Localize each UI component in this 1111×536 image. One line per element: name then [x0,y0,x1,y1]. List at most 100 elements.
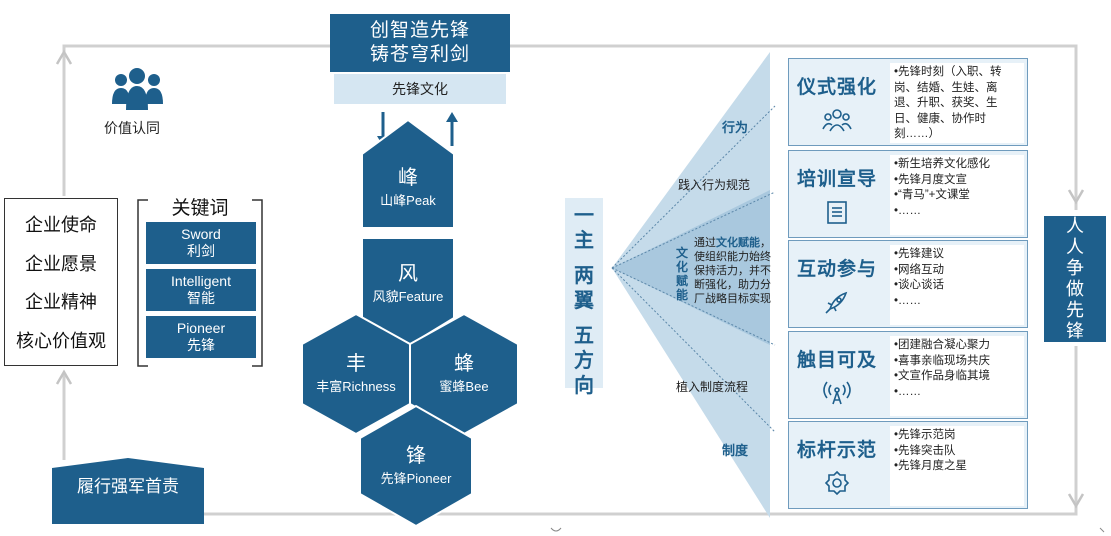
fan-text-prefix: 通过 [694,237,716,249]
card-bullet: •…… [894,294,922,307]
hexagon-pioneer-text: 锋 先锋Pioneer [360,444,472,487]
one-main-line1: 一主 [574,205,594,252]
keyword-en: Sword [181,226,221,242]
outer-loop-bottom [204,346,1078,516]
hexagon-bee [409,312,519,436]
card-body: •新生培养文化感化 •先锋月度文宣 •“青马”+文课堂 •…… [890,155,1024,235]
hexagon-peak [361,118,455,229]
outer-loop-top-right [510,44,1078,210]
hex-label: 山峰Peak [380,193,436,208]
arrow-top-left-down [55,49,73,65]
fan-description: 通过文化赋能，使组织能力始终保持活力，并不断强化，助力分厂战略目标实现 [694,236,780,306]
card-bullet: •网络互动 [894,263,945,276]
duty-label: 履行强军首责 [77,477,179,496]
card-bullet: •喜事亲临现场共庆 [894,354,991,367]
hexagon-feature-text: 风 风貌Feature [358,262,458,305]
card-bullet: •先锋时刻（入职、转岗、结婚、生娃、离退、升职、获奖、生日、健康、协作时刻……） [894,66,1002,140]
one-main-line2: 两翼 [574,265,594,312]
hexagon-bee-text: 蜂 蜜蜂Bee [410,352,518,395]
one-main-banner: 一主 两翼 五方向 [565,198,603,397]
fan-label-into-system: 植入制度流程 [676,380,749,394]
card-body: •先锋时刻（入职、转岗、结婚、生娃、离退、升职、获奖、生日、健康、协作时刻……） [890,63,1024,143]
list-item: 企业精神 [25,292,97,313]
list-item: 企业使命 [25,215,97,236]
card-title: 互动参与 [796,258,877,280]
keyword-sword: Sword 利剑 [146,222,256,264]
fan-center [612,190,770,345]
outer-loop-top-left [62,44,330,196]
card-bullet: •…… [894,385,922,398]
card-bullet: •团建融合凝心聚力 [894,339,991,351]
keyword-pioneer: Pioneer 先锋 [146,316,256,358]
card-bullet: •新生培养文化感化 [894,158,991,170]
small-bottom-mark-right [1099,527,1105,533]
hexagon-peak-text: 峰 山峰Peak [362,166,454,209]
fan-text-rest: ，使组织能力始终保持活力，并不断强化，助力分厂战略目标实现 [694,237,771,305]
keyword-en: Intelligent [171,273,231,289]
main-title: 创智造先锋 铸苍穹利剑 [330,14,510,72]
card-title: 仪式强化 [796,76,877,98]
card-title: 触目可及 [796,349,877,371]
hex-char: 峰 [398,167,418,189]
hex-char: 锋 [406,445,426,467]
people-group-icon [112,68,163,110]
rocket-icon [825,291,848,314]
card-interaction: 互动参与 •先锋建议 •网络互动 •谈心谈话 •…… [788,240,1028,328]
card-bullet: •先锋示范岗 [894,429,956,441]
card-bullet: •“青马”+文课堂 [894,189,970,201]
hex-char: 丰 [346,353,366,375]
card-bullet: •先锋建议 [894,248,945,260]
card-bullet: •…… [894,204,922,217]
card-bullet: •文宣作品身临其境 [894,370,991,382]
list-item: 企业愿景 [25,253,97,274]
kw-bracket-right [252,199,263,367]
card-training: 培训宣导 •新生培养文化感化 •先锋月度文宣 •“青马”+文课堂 •…… [788,150,1028,238]
hexagon-pioneer [359,404,473,528]
card-head: 互动参与 [789,241,885,327]
kw-bracket-left [137,199,148,367]
card-bullet: •先锋月度之星 [894,460,968,472]
card-head: 触目可及 [789,332,885,418]
hexagon-richness-text: 丰 丰富Richness [302,352,410,395]
hex-char: 风 [398,263,418,285]
card-body: •先锋建议 •网络互动 •谈心谈话 •…… [890,245,1024,325]
fan-label-system: 制度 [722,443,749,458]
hex-label: 先锋Pioneer [380,471,452,486]
one-main-line3: 五方向 [574,325,594,397]
duty-shape [52,458,204,524]
broadcast-icon [823,381,851,404]
small-bottom-mark [550,527,562,532]
hexagon-group [301,118,519,528]
title-subtitle: 先锋文化 [334,74,506,104]
list-item: 核心价值观 [16,330,106,351]
card-ritual: 仪式强化 •先锋时刻（入职、转岗、结婚、生娃、离退、升职、获奖、生日、健康、协作… [788,58,1028,146]
hex-label: 风貌Feature [372,289,444,304]
document-icon [827,200,847,224]
arrow-right-bottom-down [1067,493,1085,509]
corporate-values-list: 企业使命 企业愿景 企业精神 核心价值观 [4,198,118,366]
title-line2: 铸苍穹利剑 [369,44,470,65]
arrow-up-head [446,112,458,122]
keyword-zh: 先锋 [187,337,215,353]
fan-label-behavior: 行为 [722,120,749,135]
fan-text-key: 文化赋能 [716,237,760,249]
arrow-right-down [1067,189,1085,205]
keywords-title: 关键词 [156,193,244,220]
right-box-text: 人人争做先锋 [1066,216,1084,341]
card-bullet: •先锋月度文宣 [894,173,968,186]
people-icon [822,108,852,131]
keyword-intelligent: Intelligent 智能 [146,269,256,311]
hex-label: 蜜蜂Bee [439,379,489,394]
hex-char: 蜂 [454,353,474,375]
title-line1: 创智造先锋 [369,20,470,41]
everyone-pioneer-box: 人人争做先锋 [1044,216,1106,342]
card-benchmark: 标杆示范 •先锋示范岗 •先锋突击队 •先锋月度之星 [788,421,1028,509]
hex-label: 丰富Richness [316,379,396,394]
arrow-left-up [55,369,73,385]
keyword-zh: 智能 [187,290,215,306]
card-body: •团建融合凝心聚力 •喜事亲临现场共庆 •文宣作品身临其境 •…… [890,336,1024,416]
card-head: 标杆示范 [789,422,885,508]
card-head: 仪式强化 [789,59,885,145]
fan-label-into-behavior: 践入行为规范 [678,178,751,192]
